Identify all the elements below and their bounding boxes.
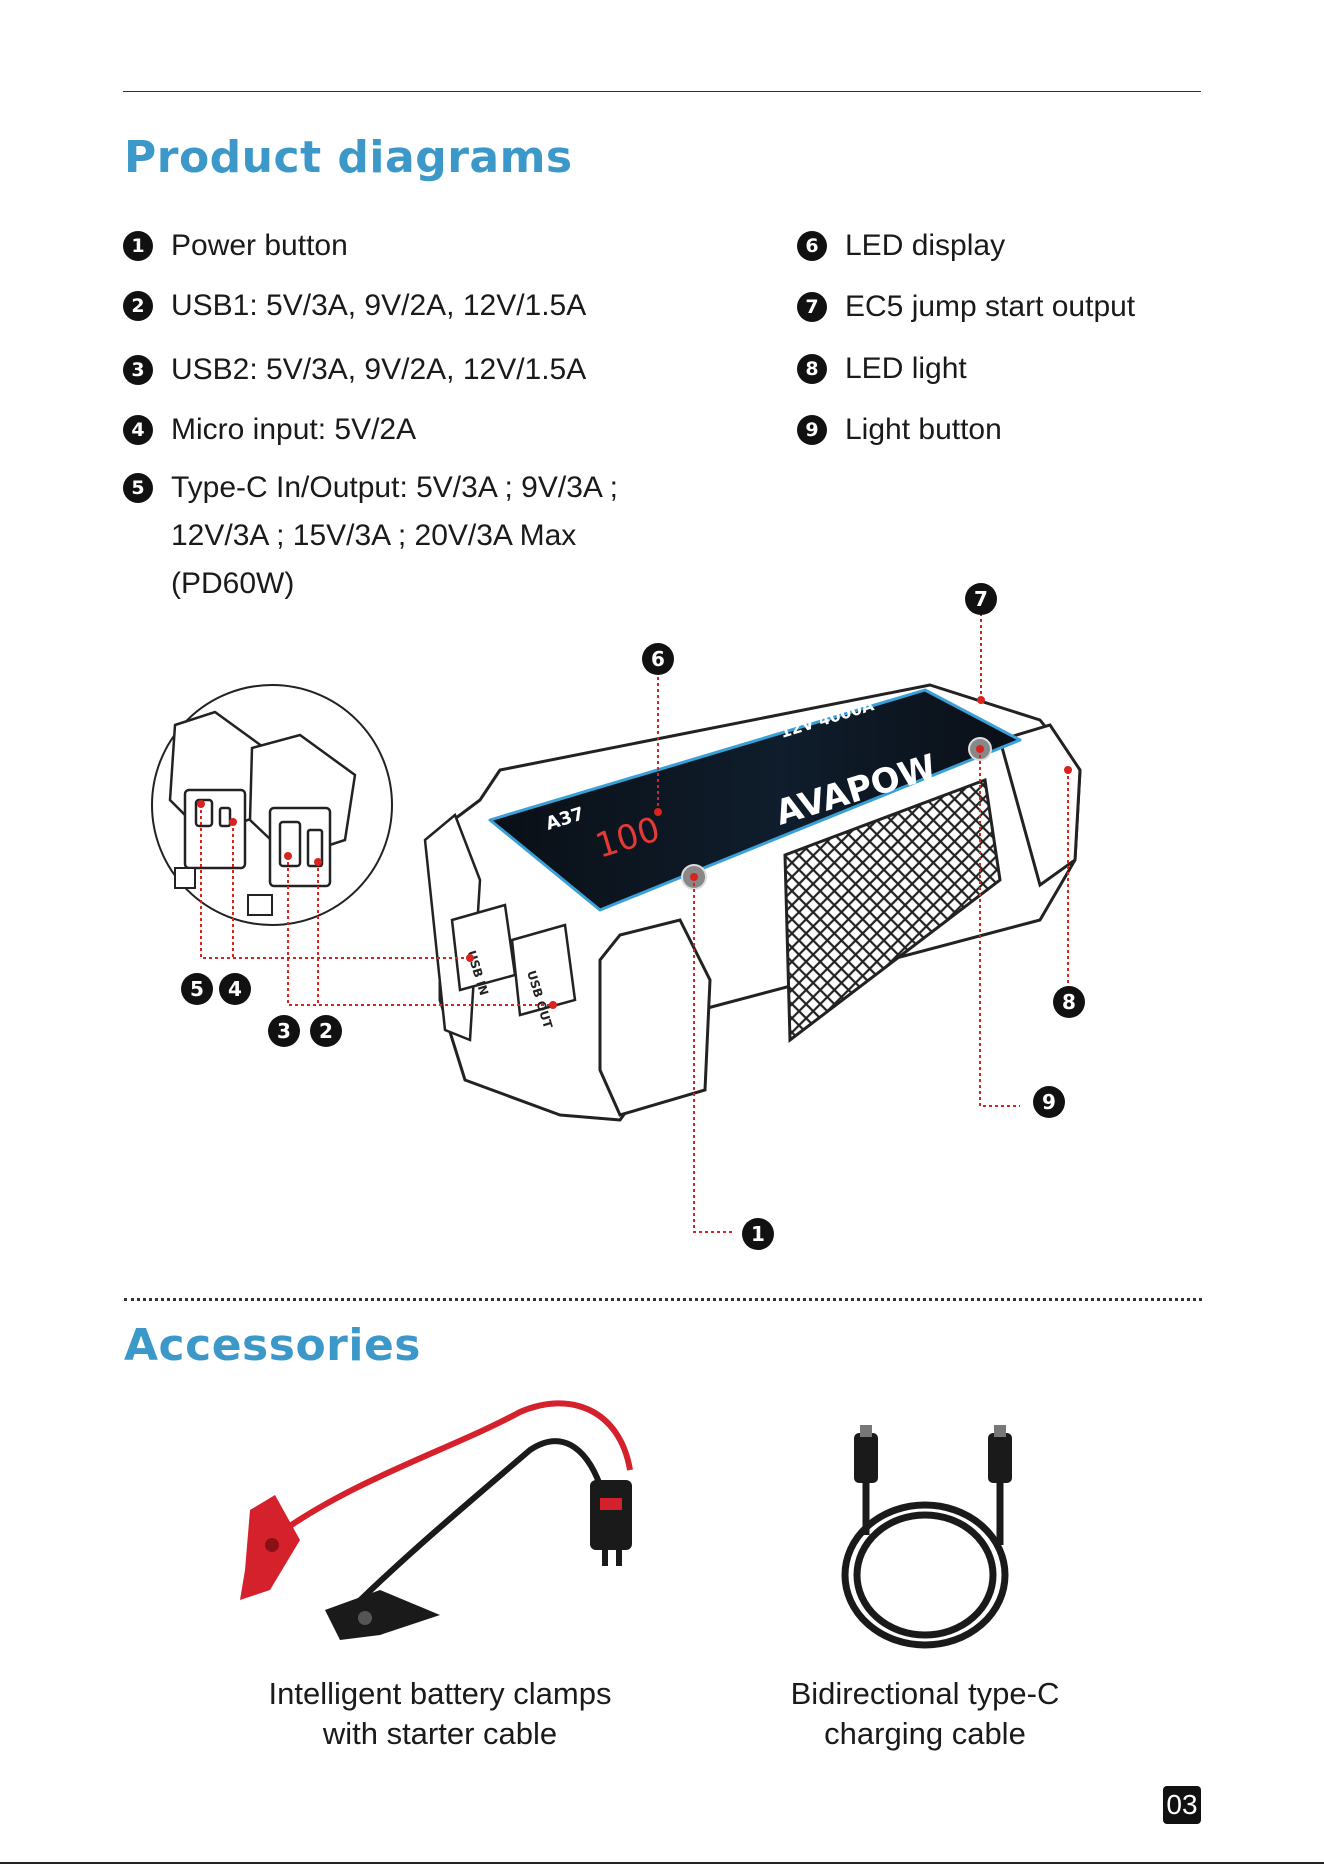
spec-text: USB1: 5V/3A, 9V/2A, 12V/1.5A [171,282,586,330]
port-zoom-inset [152,685,392,925]
number-badge: 7 [797,292,827,322]
number-badge: 4 [123,415,153,445]
callout-9: 9 [1033,1086,1065,1118]
spec-text: Light button [845,406,1002,454]
spec-item-2: 2 USB1: 5V/3A, 9V/2A, 12V/1.5A [123,282,683,346]
callout-4: 4 [219,973,251,1005]
bottom-rule [0,1862,1324,1864]
spec-text: Power button [171,222,348,270]
callout-5: 5 [181,973,213,1005]
number-badge: 3 [123,355,153,385]
number-badge: 6 [797,231,827,261]
caption-line: Bidirectional type-C [745,1674,1105,1714]
usb-c-cable-image [820,1425,1030,1650]
spec-item-3: 3 USB2: 5V/3A, 9V/2A, 12V/1.5A [123,346,683,406]
spec-list-right: 6 LED display 7 EC5 jump start output 8 … [797,222,1217,454]
callout-2: 2 [310,1015,342,1047]
battery-clamps-image [230,1390,650,1660]
spec-text-line: 12V/3A ; 15V/3A ; 20V/3A Max [171,512,618,560]
section-divider [124,1298,1202,1301]
black-clamp-icon [325,1590,440,1640]
accessories-heading: Accessories [124,1320,421,1371]
product-diagrams-heading: Product diagrams [124,132,573,183]
spec-text: LED light [845,345,967,393]
callout-3: 3 [268,1015,300,1047]
spec-text: LED display [845,222,1005,270]
number-badge: 9 [797,415,827,445]
callout-6: 6 [642,643,674,675]
spec-list-left: 1 Power button 2 USB1: 5V/3A, 9V/2A, 12V… [123,222,683,608]
callout-8: 8 [1053,986,1085,1018]
spec-item-6: 6 LED display [797,222,1217,283]
number-badge: 8 [797,354,827,384]
caption-line: charging cable [745,1714,1105,1754]
spec-item-8: 8 LED light [797,345,1217,406]
caption-line: with starter cable [220,1714,660,1754]
spec-item-7: 7 EC5 jump start output [797,283,1217,345]
page-number: 03 [1163,1786,1201,1824]
top-rule [123,91,1201,92]
number-badge: 1 [123,231,153,261]
spec-text-line: Type-C In/Output: 5V/3A ; 9V/3A ; [171,464,618,512]
number-badge: 2 [123,291,153,321]
accessory-caption-cable: Bidirectional type-C charging cable [745,1674,1105,1754]
spec-item-1: 1 Power button [123,222,683,282]
callout-1: 1 [742,1218,774,1250]
caption-line: Intelligent battery clamps [220,1674,660,1714]
smart-module-icon [590,1480,632,1550]
callout-7: 7 [965,583,997,615]
spec-item-4: 4 Micro input: 5V/2A [123,406,683,464]
spec-text: USB2: 5V/3A, 9V/2A, 12V/1.5A [171,346,586,394]
number-badge: 5 [123,473,153,503]
spec-text: Micro input: 5V/2A [171,406,416,454]
spec-text: EC5 jump start output [845,283,1135,331]
accessory-caption-clamps: Intelligent battery clamps with starter … [220,1674,660,1754]
spec-item-9: 9 Light button [797,406,1217,454]
